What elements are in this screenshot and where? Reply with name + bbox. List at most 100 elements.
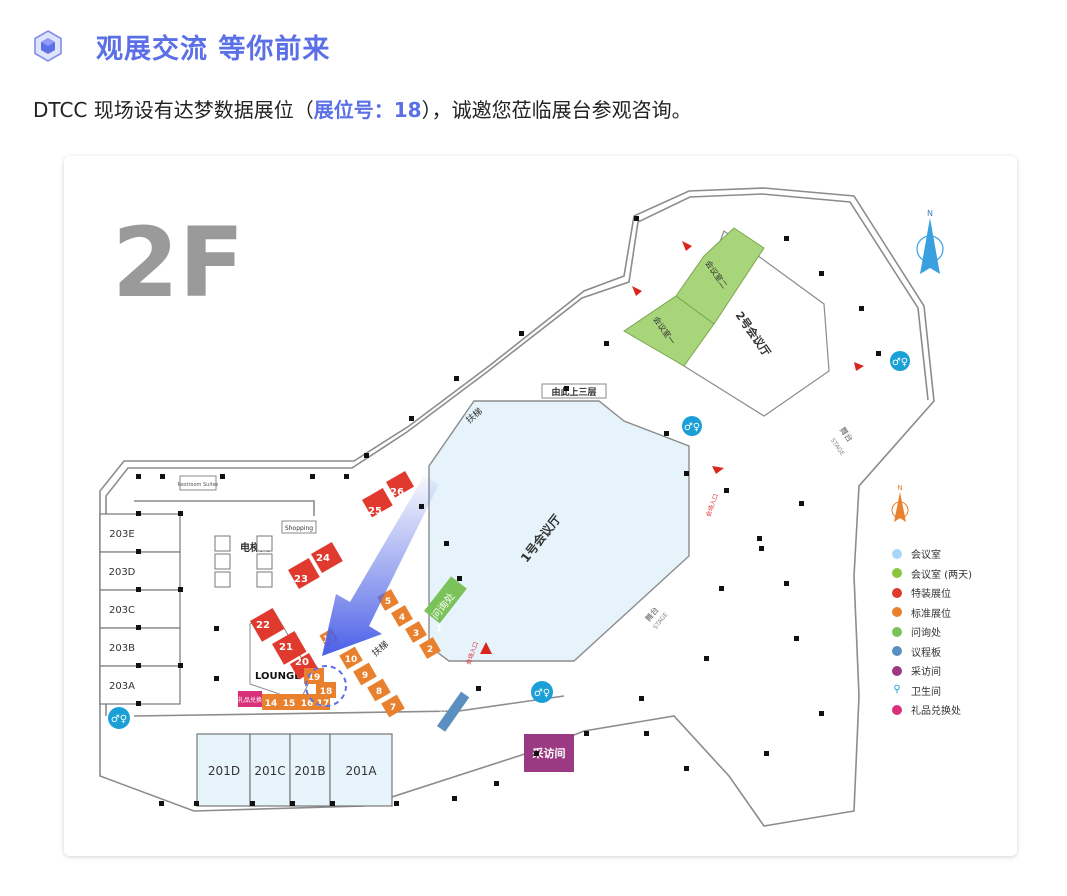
columns [136,216,881,806]
legend-item-info-desk: 问询处 [892,622,972,642]
floor-label: 2F [112,207,244,319]
legend-item-gift-exchange: 礼品兑换处 [892,700,972,720]
standard-booths [262,589,441,718]
booth-4: 4 [399,613,405,623]
booth-21: 21 [279,642,293,653]
room-203a: 203A [109,681,135,692]
escalator-2-label: 扶梯 [369,638,391,659]
floor-plan: 2F 203E 203D 203C 203B 203A [99,187,944,827]
booth-18-highlight-ring [305,665,347,707]
legend-label: 礼品兑换处 [911,706,961,718]
elevator-shafts [214,535,273,588]
legend-compass-label: N [897,484,902,492]
gift-label: 礼品兑换 [238,696,262,704]
dot-icon [892,548,902,559]
compass-icon [916,218,944,274]
shopping-label: Shopping [285,525,313,532]
room-203c: 203C [109,605,135,616]
room-203d: 203D [109,567,136,578]
legend-label: 采访间 [911,667,941,679]
restroom-icon: ♂♀ [534,688,550,699]
dot-icon [892,626,902,637]
booth-14: 14 [265,699,278,709]
booth-17: 17 [317,699,330,709]
legend-label: 议程板 [911,647,941,659]
page-title: 观展交流 等你前来 [96,33,331,65]
hall-1 [428,400,690,662]
room-201b: 201B [294,764,325,778]
booth-16: 16 [301,699,314,709]
room-203e: 203E [109,529,134,540]
legend-compass-icon [891,492,909,522]
restroom-icon: ⚲ [893,684,901,696]
booth-25: 25 [368,506,382,517]
room-201c: 201C [254,764,285,778]
booth-15: 15 [283,699,296,709]
booth-1: 1 [436,624,442,634]
lounge-label: LOUNGE [255,671,301,682]
gift-exchange [238,691,262,707]
booth-20: 20 [295,657,309,668]
room-201a: 201A [345,764,377,778]
restroom-suite-box [179,475,217,491]
restroom-icon: ♂♀ [892,357,908,368]
booth-2: 2 [427,645,433,655]
legend-label: 特装展位 [911,589,951,601]
booth-8: 8 [376,687,382,697]
restroom-icon: ♂♀ [111,714,127,725]
booth-9: 9 [362,671,368,681]
room-203b: 203B [109,643,135,654]
legend-item-meeting-room: 会议室 [892,544,972,564]
agenda-board [437,691,470,732]
room-201d: 201D [208,764,240,778]
shopping-box [281,520,317,534]
intro-prefix: DTCC 现场设有达梦数据展位（ [33,98,314,122]
dot-icon [892,665,902,676]
booth-18: 18 [320,687,333,697]
restroom-icon: ♂♀ [684,422,700,433]
dot-icon [892,646,902,657]
booth-26: 26 [390,487,404,498]
map-legend: 会议室 会议室 (两天) 特装展位 标准展位 问询处 议程板 采访间 ⚲ 卫生间 [892,544,972,720]
rooms-201 [196,733,393,807]
legend-item-restroom: ⚲ 卫生间 [892,681,972,701]
booth-3: 3 [413,629,419,639]
interview-label: 采访间 [532,746,566,760]
stage-2-label: 舞台 [838,425,855,444]
section-header: 观展交流 等你前来 [30,24,330,68]
meeting-room-1 [623,295,715,367]
dot-icon [892,568,902,579]
legend-item-interview-room: 采访间 [892,661,972,681]
legend-label: 问询处 [911,628,941,640]
intro-suffix: ），诚邀您莅临展台参观咨询。 [421,98,692,122]
legend-item-special-booth: 特装展位 [892,583,972,603]
dot-icon [892,607,902,618]
legend-item-agenda-board: 议程板 [892,642,972,662]
interview-room [524,734,574,772]
upstairs-sign [541,383,607,399]
legend-item-meeting-room-two-day: 会议室 (两天) [892,564,972,584]
route-arrow [322,476,439,656]
booth-7: 7 [390,703,396,713]
booth-22: 22 [256,620,270,631]
dot-icon [892,704,902,715]
booth-number: 展位号：18 [313,98,422,122]
restroom-suite-label: Restroom Suites [178,482,219,488]
legend-label: 标准展位 [911,608,951,620]
entrance-right-label: 会场入口 [704,493,720,518]
booth-10: 10 [345,655,358,665]
direction-arrows [480,241,864,654]
legend-label: 会议室 (两天) [911,569,972,581]
upstairs-label: 由此上三层 [551,386,596,398]
booth-24: 24 [316,553,330,564]
booth-5: 5 [385,597,391,607]
info-desk [424,576,467,624]
dot-icon [892,587,902,598]
floor-map-card: 2F 203E 203D 203C 203B 203A [64,156,1017,856]
booth-23: 23 [294,574,308,585]
booth-19: 19 [308,673,321,683]
compass-label: N [927,209,933,218]
legend-label: 卫生间 [911,686,941,698]
cube-icon [34,30,62,62]
legend-label: 会议室 [911,550,941,562]
